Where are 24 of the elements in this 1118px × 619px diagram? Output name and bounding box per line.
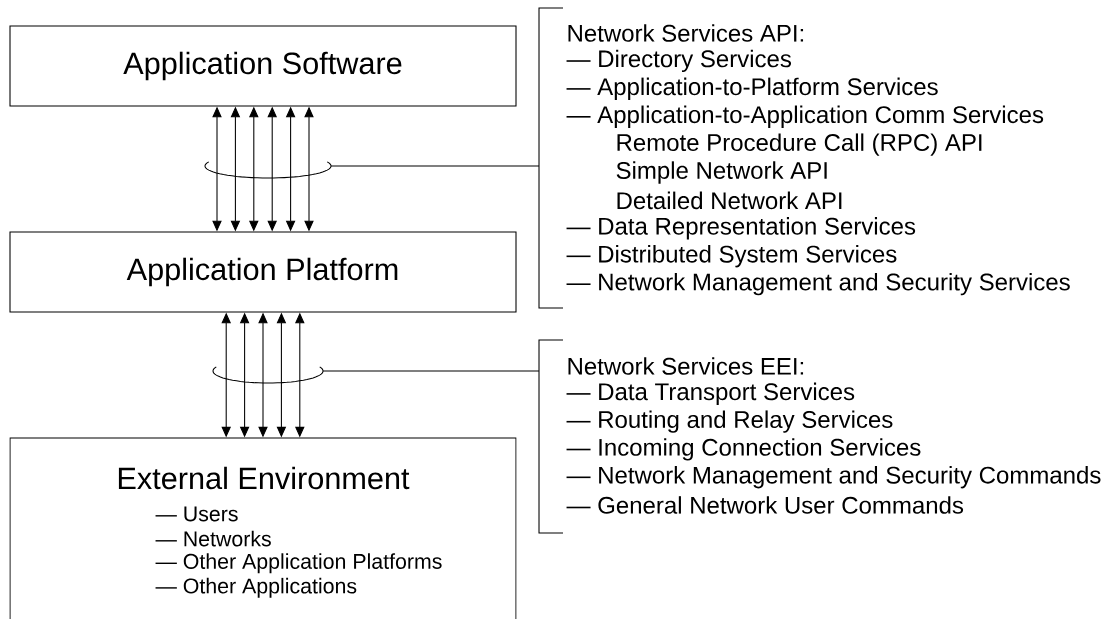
leader-line xyxy=(322,370,540,372)
list-item: — Networks xyxy=(155,530,271,547)
layer-box: Application Software xyxy=(9,25,517,107)
list-item: Detailed Network API xyxy=(617,191,842,210)
list-item: — Directory Services xyxy=(566,49,791,73)
list-item: — Users xyxy=(155,506,238,522)
list-item: — Application-to-Platform Services xyxy=(566,77,938,100)
list-heading: Network Services API: xyxy=(568,24,804,42)
list-item: Remote Procedure Call (RPC) API xyxy=(617,133,982,156)
list-item: — Network Management and Security Services xyxy=(566,272,1070,296)
layer-box: Application Platform xyxy=(9,231,517,313)
list-item: — General Network User Commands xyxy=(566,496,964,514)
list-item: — Data Transport Services xyxy=(566,382,855,405)
list-item: — Application-to-Application Comm Services xyxy=(566,105,1044,128)
leader-line xyxy=(330,165,540,167)
list-item: — Incoming Connection Services xyxy=(566,438,921,461)
list-item: — Other Application Platforms xyxy=(155,553,442,574)
list-item: — Routing and Relay Services xyxy=(566,410,893,433)
list-item: — Data Representation Services xyxy=(566,217,916,240)
list-item: Simple Network API xyxy=(616,161,827,184)
list-item: — Network Management and Security Commands xyxy=(566,466,1101,489)
list-item: — Other Applications xyxy=(155,577,357,598)
list-item: — Distributed System Services xyxy=(566,245,897,268)
list-heading: Network Services EEI: xyxy=(568,357,804,375)
